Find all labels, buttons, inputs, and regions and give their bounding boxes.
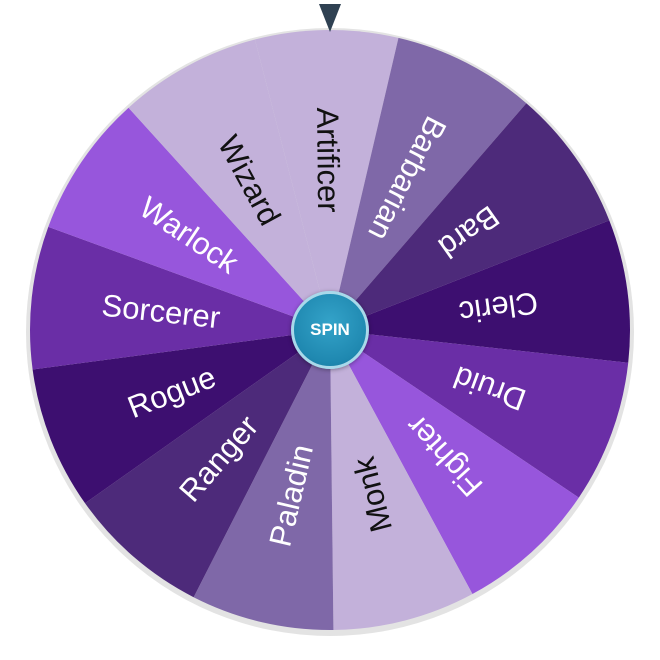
wheel-segment-ranger [85, 330, 330, 598]
wheel-segment-barbarian [330, 37, 527, 331]
wheel-segment-paladin [193, 330, 334, 630]
wheel-segment-artificer [254, 30, 399, 331]
wheel-segment-druid [330, 330, 629, 498]
wheel-segment-warlock [48, 107, 331, 330]
wheel-segment-bard [330, 103, 610, 330]
wheel-segment-sorcerer [30, 226, 331, 370]
wheel-segment-monk [330, 330, 473, 630]
wheel-segment-wizard [128, 39, 330, 331]
pointer-triangle-icon [319, 4, 341, 32]
wheel-segments [30, 30, 631, 630]
wheel-segment-cleric [330, 220, 631, 363]
spin-button[interactable]: SPIN [291, 291, 369, 369]
wheel-segment-fighter [330, 330, 579, 595]
wheel-label-artificer: Artificer [310, 107, 346, 212]
wheel-segment-rogue [32, 330, 331, 504]
